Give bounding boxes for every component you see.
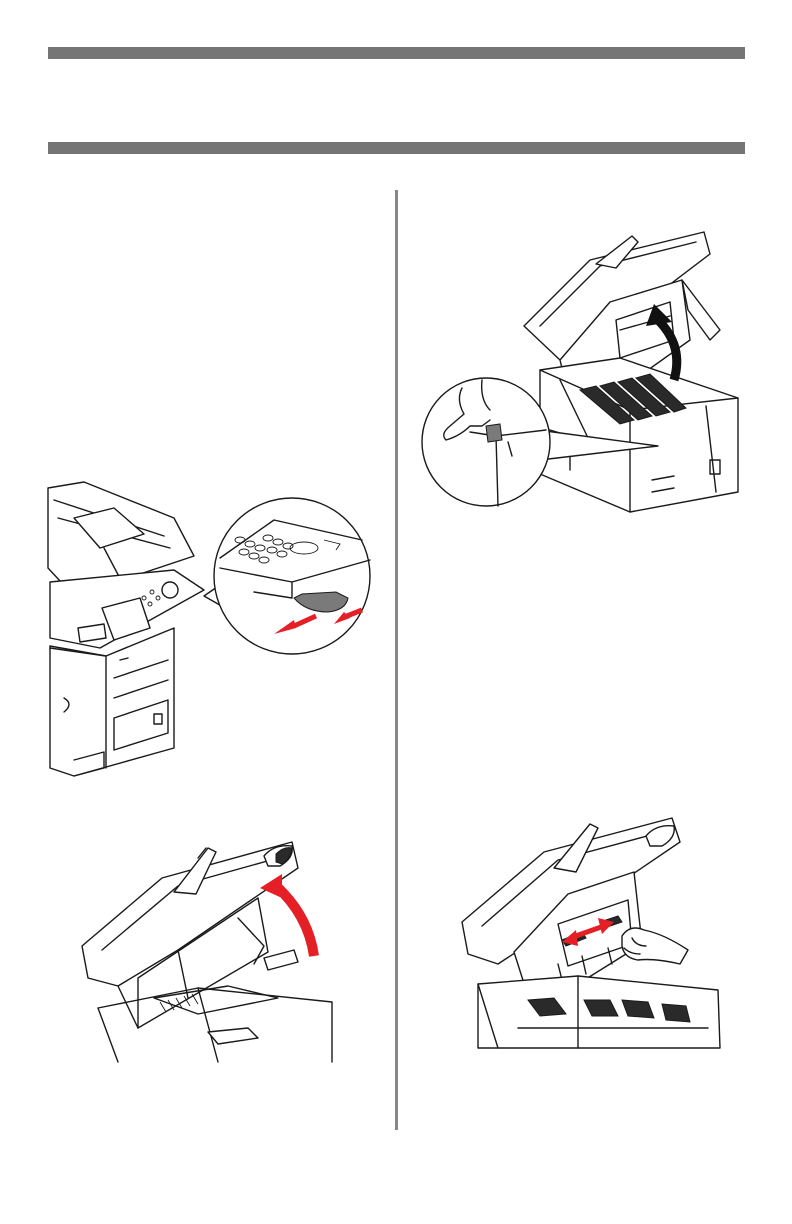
- column-divider: [395, 190, 398, 1130]
- header-rule-top: [48, 47, 745, 59]
- printer-top-cover-slide-illustration: [458, 814, 722, 1050]
- printer-release-button-illustration: [44, 478, 374, 783]
- header-rule-bottom: [48, 142, 745, 154]
- printer-scanner-lift-illustration: [78, 838, 340, 1066]
- printer-top-cover-open-illustration: [420, 230, 742, 515]
